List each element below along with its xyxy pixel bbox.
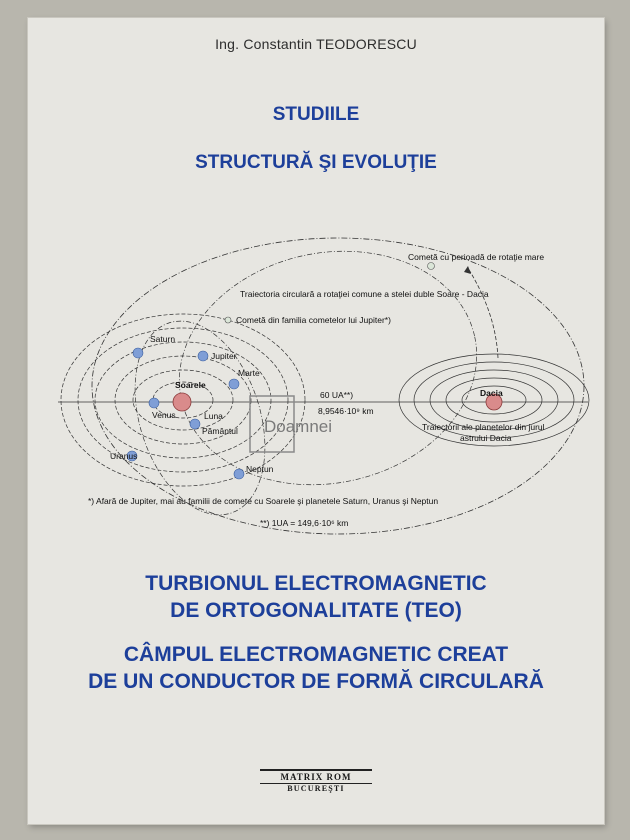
- label-jupiter: Jupiter: [211, 351, 237, 361]
- label-distance-km: 8,9546·10⁹ km: [318, 406, 374, 416]
- marte-planet: [228, 378, 240, 390]
- watermark-frame: [249, 395, 295, 453]
- pamantul-planet: [189, 418, 201, 430]
- footnote-1: *) Afară de Jupiter, mai au familii de c…: [88, 496, 438, 506]
- dacia-orbit-4: [445, 377, 543, 423]
- label-dacia-orbits-2: astrului Dacia: [460, 433, 512, 443]
- sun-body: [172, 392, 192, 412]
- subtitle-line-2: DE ORTOGONALITATE (TEO): [170, 599, 462, 622]
- label-dacia-orbits-1: Traiectorii ale planetelor din jurul: [422, 422, 545, 432]
- subtitle-line-4: DE UN CONDUCTOR DE FORMĂ CIRCULARĂ: [88, 670, 544, 693]
- jupiter-planet: [197, 350, 209, 362]
- label-venus: Venus: [152, 410, 176, 420]
- label-neptun: Neptun: [246, 464, 274, 474]
- venus-planet: [148, 397, 160, 409]
- subtitle-line-1: TURBIONUL ELECTROMAGNETIC: [145, 572, 487, 595]
- dacia-body: [485, 393, 503, 411]
- watermark-text: Doamnei: [264, 417, 332, 436]
- common-trajectory-ellipse: [91, 237, 585, 535]
- solar-system-diagram: Doamnei Cometă cu perioadă de rotaţie ma…: [58, 237, 590, 535]
- jupiter-comet: [224, 316, 232, 324]
- label-pamantul: Pământul: [202, 426, 238, 436]
- author-name: Ing. Constantin TEODORESCU: [215, 36, 417, 52]
- label-comet-jupiter: Cometă din familia cometelor lui Jupiter…: [236, 315, 391, 325]
- publisher-name: MATRIX ROM: [260, 769, 372, 784]
- orbit-2: [77, 327, 289, 473]
- label-marte: Marte: [238, 368, 260, 378]
- long-period-comet: [427, 262, 435, 270]
- dacia-rotation-arrow: [467, 267, 499, 359]
- label-distance-ua: 60 UA**): [320, 390, 353, 400]
- dacia-orbit-5: [461, 385, 527, 415]
- orbit-1: [60, 313, 306, 487]
- label-trajectory: Traiectoria circulară a rotaţiei comune …: [240, 289, 489, 299]
- orbit-3: [94, 341, 272, 459]
- dacia-orbit-2: [413, 361, 575, 439]
- label-uranus: Uranus: [110, 451, 137, 461]
- label-sun: Soarele: [175, 380, 206, 390]
- subtitle-line-3: CÂMPUL ELECTROMAGNETIC CREAT: [123, 643, 509, 666]
- footnote-2: **) 1UA = 149,6·10⁶ km: [260, 518, 348, 528]
- book-cover: Ing. Constantin TEODORESCU STUDIILE STRU…: [28, 18, 604, 824]
- label-luna: Luna: [204, 411, 223, 421]
- neptun-planet: [233, 468, 245, 480]
- label-saturn: Saturn: [150, 334, 175, 344]
- label-comet-long: Cometă cu perioadă de rotaţie mare: [408, 252, 544, 262]
- publisher-city: BUCUREŞTI: [287, 784, 345, 793]
- label-dacia: Dacia: [480, 388, 503, 398]
- uranus-planet: [126, 450, 138, 462]
- dacia-orbit-1: [398, 353, 590, 447]
- title-line-1: STUDIILE: [272, 104, 360, 125]
- orbit-6: [152, 381, 214, 419]
- long-period-comet-orbit: [178, 250, 478, 486]
- title-line-2: STRUCTURĂ ŞI EVOLUŢIE: [195, 152, 437, 173]
- dacia-orbit-3: [429, 369, 559, 431]
- jupiter-comet-orbit: [134, 320, 266, 516]
- saturn-planet: [132, 347, 144, 359]
- orbit-5: [132, 369, 234, 431]
- arrow-head: [464, 266, 471, 274]
- publisher-logo: MATRIX ROM BUCUREŞTI: [260, 769, 372, 793]
